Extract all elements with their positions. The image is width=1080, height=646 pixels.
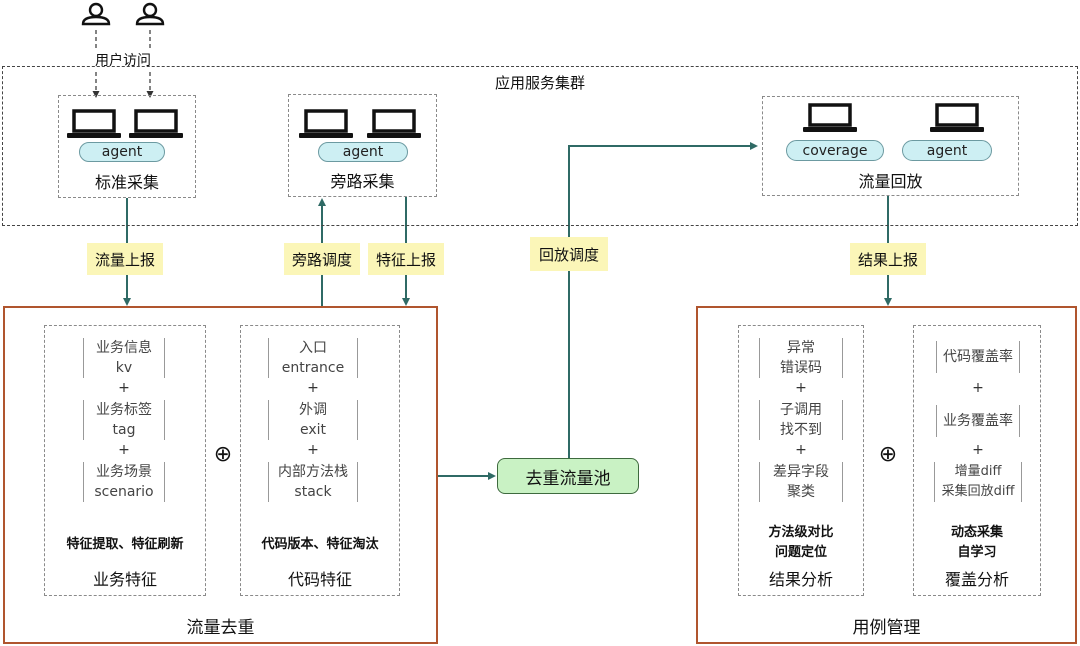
case-management-box [696, 306, 1077, 644]
code-coverage-item: 代码覆盖率 [936, 341, 1020, 373]
plus-sign: + [972, 442, 984, 458]
business-feature-note: 特征提取、特征刷新 [66, 536, 184, 552]
stack-label: 内部方法栈 [278, 464, 348, 480]
business-coverage-item: 业务覆盖率 [936, 405, 1020, 437]
coverage-note-1: 动态采集 [950, 524, 1003, 540]
entrance-key: entrance [281, 360, 345, 376]
laptop-icon [67, 109, 121, 138]
business-scenario-key: scenario [94, 484, 154, 500]
traffic-replay-box [762, 96, 1019, 196]
diff-item: 增量diff 采集回放diff [934, 462, 1022, 502]
case-management-title: 用例管理 [852, 617, 921, 638]
standard-agent-pill: agent [79, 142, 165, 162]
result-report-tag: 结果上报 [850, 243, 926, 275]
business-info-item: 业务信息 kv [83, 338, 165, 378]
laptop-icon [803, 103, 857, 132]
plus-sign: + [307, 380, 319, 396]
replay-dispatch-tag: 回放调度 [530, 237, 608, 271]
plus-sign: + [795, 380, 807, 396]
error-code-label: 错误码 [780, 360, 822, 376]
result-note-1: 方法级对比 [768, 524, 834, 540]
bypass-dispatch-tag: 旁路调度 [284, 243, 360, 275]
laptop-icon [129, 109, 183, 138]
cluster-title: 应用服务集群 [494, 73, 585, 92]
business-coverage-label: 业务覆盖率 [943, 413, 1013, 429]
exception-label: 异常 [787, 340, 815, 356]
standard-collection-title: 标准采集 [94, 173, 159, 192]
coverage-analysis-box [913, 325, 1041, 596]
diff-field-label: 差异字段 [773, 464, 829, 480]
app-service-cluster [2, 66, 1078, 226]
business-tag-label: 业务标签 [96, 402, 152, 418]
business-feature-title: 业务特征 [92, 570, 157, 589]
subcall-label: 子调用 [780, 402, 822, 418]
exit-item: 外调 exit [268, 400, 358, 440]
traffic-replay-title: 流量回放 [858, 172, 923, 191]
business-info-label: 业务信息 [96, 340, 152, 356]
standard-collection-box [58, 95, 196, 198]
code-feature-note: 代码版本、特征淘汰 [261, 536, 379, 552]
incremental-diff-label: 增量diff [954, 464, 1002, 479]
stack-key: stack [294, 484, 332, 500]
traffic-dedup-title: 流量去重 [186, 617, 255, 638]
cluster-label: 聚类 [787, 484, 815, 500]
bypass-agent-pill: agent [318, 142, 408, 162]
business-tag-key: tag [112, 422, 136, 438]
stack-item: 内部方法栈 stack [268, 462, 358, 502]
traffic-report-tag: 流量上报 [87, 243, 163, 275]
entrance-label: 入口 [299, 340, 327, 356]
plus-sign: + [118, 442, 130, 458]
result-analysis-box [738, 325, 864, 596]
coverage-pill: coverage [786, 140, 884, 161]
user-icon [135, 2, 165, 26]
plus-sign: + [795, 442, 807, 458]
result-note-2: 问题定位 [774, 544, 827, 560]
business-tag-item: 业务标签 tag [83, 400, 165, 440]
laptop-icon [299, 109, 353, 138]
entrance-item: 入口 entrance [268, 338, 358, 378]
laptop-icon [930, 103, 984, 132]
business-info-key: kv [115, 360, 133, 376]
business-scenario-label: 业务场景 [96, 464, 152, 480]
oplus-icon: ⊕ [213, 441, 233, 467]
business-feature-box [44, 325, 206, 596]
replay-diff-label: 采集回放diff [941, 484, 1015, 499]
plus-sign: + [972, 380, 984, 396]
code-coverage-label: 代码覆盖率 [943, 349, 1013, 365]
code-feature-box [240, 325, 400, 596]
replay-agent-pill: agent [902, 140, 992, 161]
not-found-label: 找不到 [780, 422, 822, 438]
business-scenario-item: 业务场景 scenario [83, 462, 165, 502]
plus-sign: + [307, 442, 319, 458]
subcall-item: 子调用 找不到 [759, 400, 843, 440]
traffic-dedup-box [3, 306, 438, 644]
exit-key: exit [299, 422, 327, 438]
oplus-icon: ⊕ [878, 441, 898, 467]
bypass-collection-box [288, 94, 437, 197]
diff-field-item: 差异字段 聚类 [759, 462, 843, 502]
exit-label: 外调 [299, 402, 327, 418]
feature-report-tag: 特征上报 [368, 243, 444, 275]
result-analysis-title: 结果分析 [768, 570, 833, 589]
code-feature-title: 代码特征 [287, 570, 352, 589]
laptop-icon [367, 109, 421, 138]
coverage-note-2: 自学习 [957, 544, 997, 560]
plus-sign: + [118, 380, 130, 396]
bypass-collection-title: 旁路采集 [330, 172, 395, 191]
dedup-traffic-pool: 去重流量池 [497, 458, 639, 494]
coverage-analysis-title: 覆盖分析 [944, 570, 1009, 589]
user-icon [81, 2, 111, 26]
user-access-label: 用户访问 [86, 50, 160, 70]
replay-dispatch-arrow [568, 142, 758, 458]
exception-item: 异常 错误码 [759, 338, 843, 378]
